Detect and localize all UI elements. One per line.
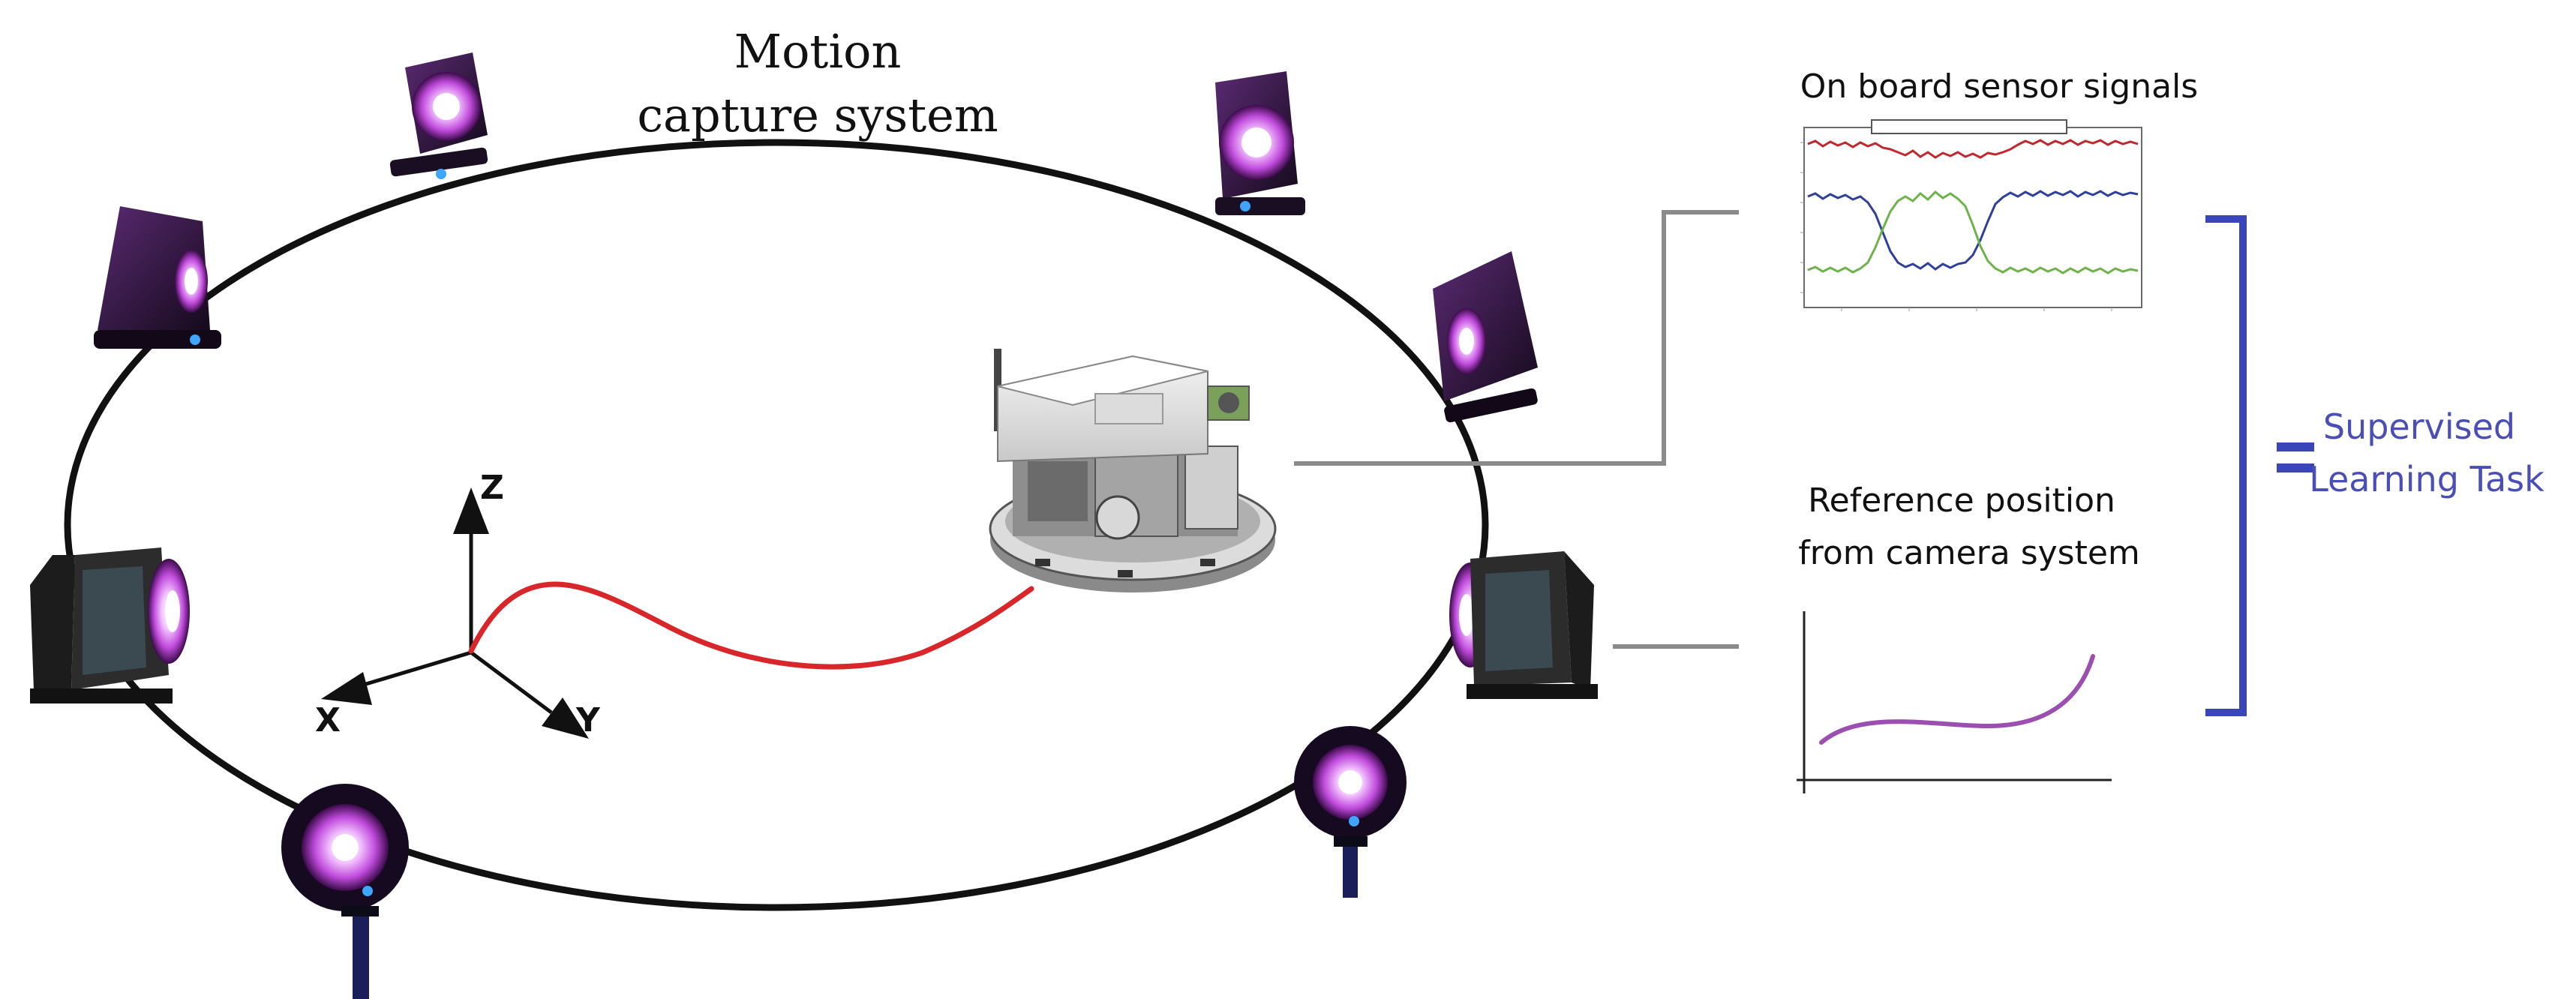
coordinate-frame xyxy=(321,488,589,739)
mobile-robot xyxy=(989,349,1277,592)
camera-left-middle xyxy=(30,548,190,704)
motion-capture-camera-icon xyxy=(1215,71,1305,215)
reference-position-plot xyxy=(1797,611,2112,794)
system-title-line1: Motion xyxy=(734,24,902,79)
sensor-signal-plot xyxy=(1800,119,2142,311)
motion-capture-camera-icon xyxy=(94,206,221,349)
camera-bottom-left xyxy=(281,784,409,999)
result-label-line1: Supervised xyxy=(2323,406,2515,447)
result-label-line2: Learning Task xyxy=(2309,459,2544,500)
camera-left-upper xyxy=(94,206,221,349)
camera-bottom-right xyxy=(1294,726,1407,898)
y-axis xyxy=(470,650,553,715)
motion-capture-camera-icon xyxy=(281,784,409,999)
motion-capture-camera-icon xyxy=(1449,551,1598,699)
sensor-signal-blue xyxy=(1807,190,2139,271)
camera-top-right xyxy=(1215,71,1305,215)
z-axis-label: Z xyxy=(480,469,504,507)
motion-capture-camera-icon xyxy=(30,548,190,704)
camera-right-middle xyxy=(1449,551,1598,699)
z-axis-arrowhead xyxy=(453,488,489,534)
reference-panel-title-line2: from camera system xyxy=(1798,534,2140,572)
motion-capture-camera-icon xyxy=(389,52,488,179)
y-axis-label: Y xyxy=(575,701,601,740)
sensor-plot-legend xyxy=(1871,119,2067,134)
motion-capture-camera-icon xyxy=(1294,726,1407,898)
reference-position-curve xyxy=(1819,654,2095,745)
x-axis xyxy=(358,650,472,688)
grouping-bracket xyxy=(2205,215,2247,716)
system-title-line2: capture system xyxy=(637,88,998,142)
robot-trajectory xyxy=(468,581,1034,670)
motion-capture-camera-icon xyxy=(1433,251,1538,423)
capture-area-ring xyxy=(64,139,1489,911)
robot-to-sensor-connector xyxy=(1294,210,1739,466)
mobile-robot-icon xyxy=(989,349,1277,592)
reference-panel-title-line1: Reference position xyxy=(1808,482,2115,520)
sensor-signal-green xyxy=(1807,190,2139,274)
x-axis-label: X xyxy=(315,701,341,740)
equals-sign xyxy=(2277,442,2314,472)
x-axis-arrowhead xyxy=(321,672,372,705)
sensor-signal-red xyxy=(1807,139,2139,159)
camera-right-upper xyxy=(1433,251,1538,423)
camera-top-left xyxy=(389,52,488,179)
y-axis-arrowhead xyxy=(542,698,589,739)
sensor-panel-title: On board sensor signals xyxy=(1800,68,2198,106)
